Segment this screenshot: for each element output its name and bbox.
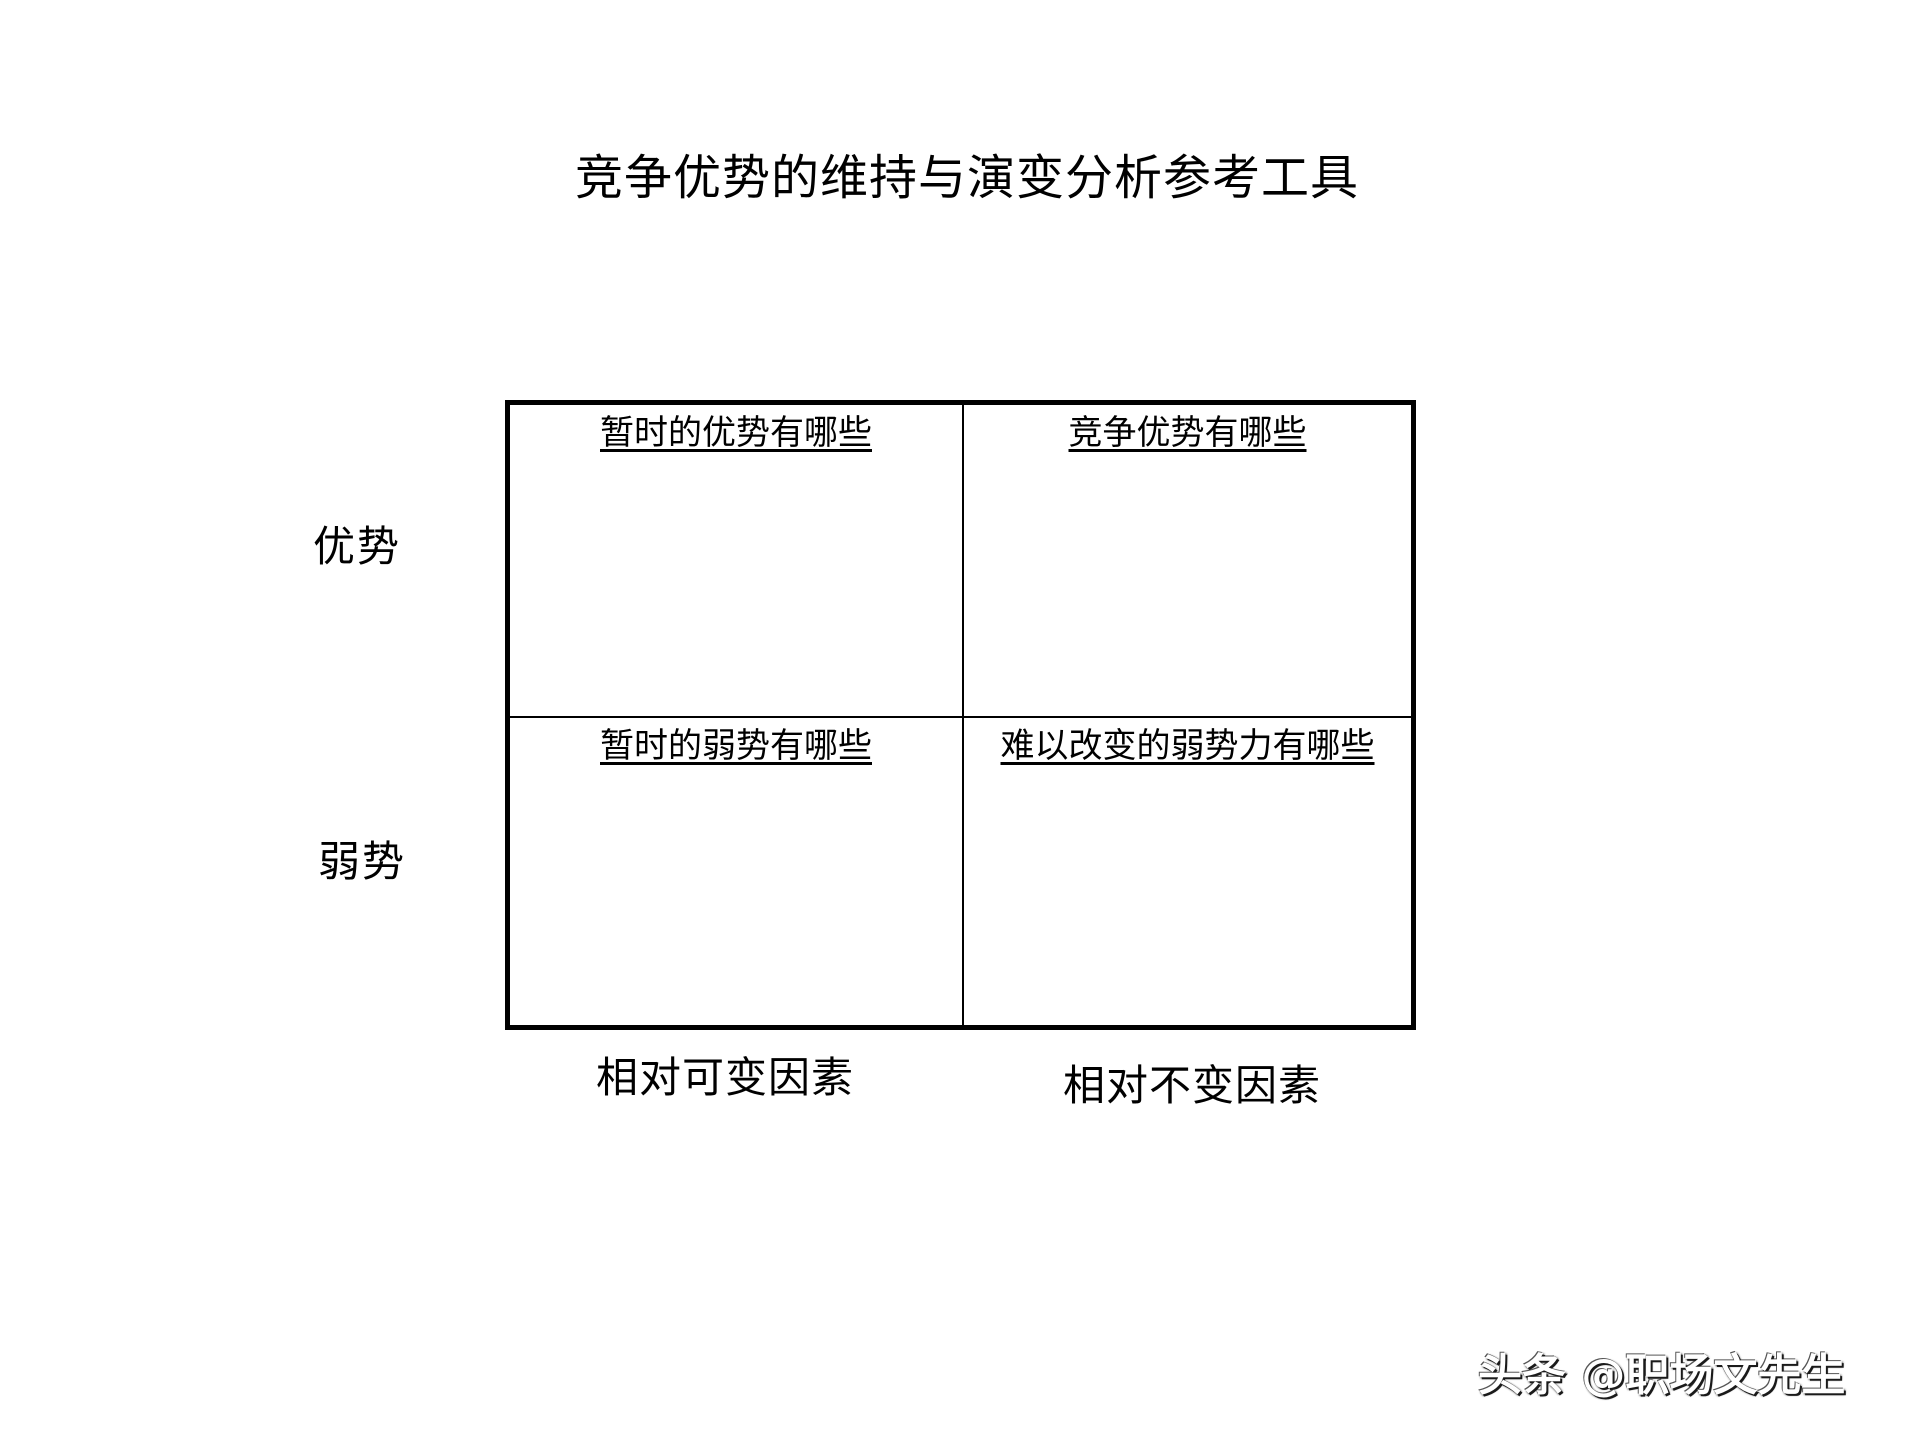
cell-competitive-advantages: 竞争优势有哪些: [964, 405, 1411, 718]
row-label-strengths: 优势: [313, 522, 402, 571]
cell-header: 难以改变的弱势力有哪些: [964, 726, 1411, 766]
cell-header-text: 暂时的优势有哪些: [600, 413, 872, 453]
swot-matrix: 暂时的优势有哪些 竞争优势有哪些 暂时的弱势有哪些 难以改变的弱势力有哪些: [505, 400, 1416, 1030]
column-label-variable: 相对可变因素: [595, 1053, 854, 1102]
cell-temporary-strengths: 暂时的优势有哪些: [510, 405, 964, 718]
watermark: 头条 @职场文先生: [1478, 1350, 1846, 1401]
cell-header-text: 难以改变的弱势力有哪些: [1000, 726, 1375, 766]
cell-header-text: 竞争优势有哪些: [1068, 413, 1307, 453]
cell-header: 暂时的弱势有哪些: [510, 726, 962, 766]
diagram-title: 竞争优势的维持与演变分析参考工具: [574, 150, 1359, 206]
cell-temporary-weaknesses: 暂时的弱势有哪些: [510, 718, 964, 1025]
cell-header: 竞争优势有哪些: [964, 413, 1411, 453]
row-label-weaknesses: 弱势: [318, 837, 407, 886]
cell-header: 暂时的优势有哪些: [510, 413, 962, 453]
cell-persistent-weaknesses: 难以改变的弱势力有哪些: [964, 718, 1411, 1025]
cell-header-text: 暂时的弱势有哪些: [600, 726, 872, 766]
column-label-invariable: 相对不变因素: [1062, 1061, 1321, 1110]
